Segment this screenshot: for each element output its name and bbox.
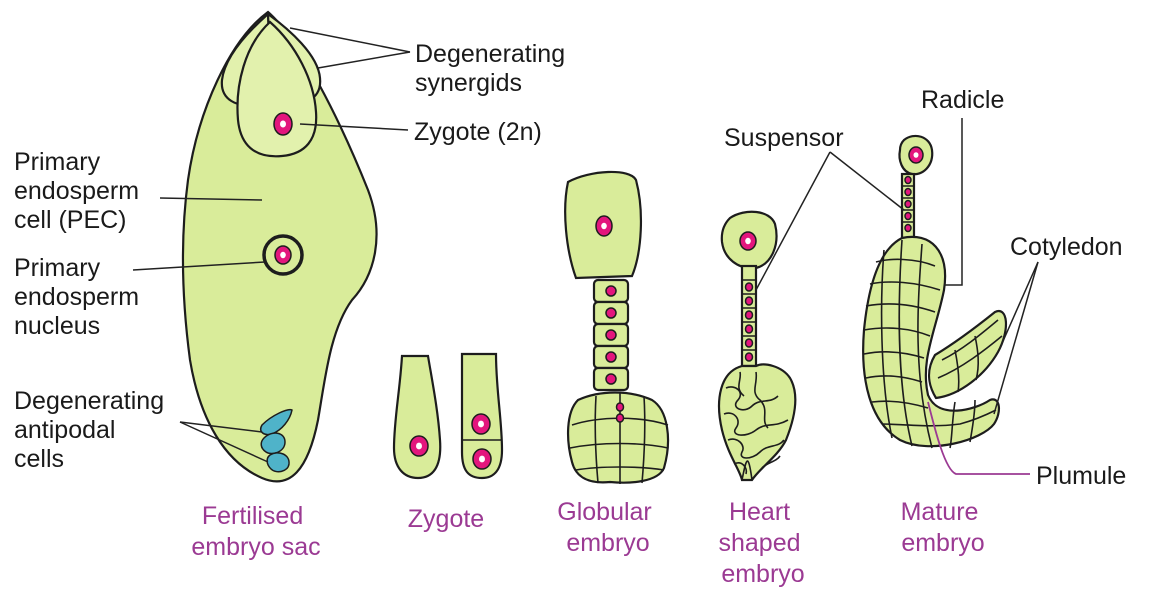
heart-suspensor-nucleus [746, 297, 753, 305]
label-zygote-2n: Zygote (2n) [414, 118, 542, 146]
mature-suspensor-nucleus [905, 213, 911, 220]
label-cotyledon: Cotyledon [1010, 233, 1123, 261]
label-degenerating-synergids: Degenerating synergids [415, 40, 572, 97]
globular-suspensor-nucleus [606, 286, 616, 296]
radicle-pointer [944, 118, 962, 285]
label-pen: Primary endosperm nucleus [14, 254, 146, 340]
mature-suspensor-nucleus [905, 225, 911, 232]
heart-shaped-embryo [719, 212, 795, 480]
cotyledon-pointer-1 [1000, 262, 1038, 348]
fertilised-embryo-sac [183, 12, 377, 481]
synergid-pointer-1 [290, 28, 410, 52]
globular-suspensor-nucleus [606, 308, 616, 318]
mature-suspensor-nucleus [905, 177, 911, 184]
antipodal-cell-3 [267, 453, 289, 472]
label-radicle: Radicle [921, 86, 1004, 114]
globular-suspensor-nucleus [606, 330, 616, 340]
mature-suspensor-nucleus [905, 201, 911, 208]
label-antipodal: Degenerating antipodal cells [14, 387, 171, 473]
globular-proembryo-nucleus [617, 414, 624, 422]
zygote-nucleolus-lower [479, 456, 485, 463]
zygote-nucleolus [280, 121, 286, 128]
label-suspensor: Suspensor [724, 124, 844, 152]
globular-embryo [565, 172, 668, 484]
caption-mature-embryo: Mature embryo [901, 498, 986, 557]
heart-suspensor-nucleus [746, 339, 753, 347]
heart-suspensor-nucleus [746, 283, 753, 291]
mature-embryo [863, 136, 1006, 448]
heart-suspensor-nucleus [746, 353, 753, 361]
label-pec: Primary endosperm cell (PEC) [14, 148, 146, 234]
mature-suspensor-nucleus [905, 189, 911, 196]
label-plumule: Plumule [1036, 462, 1126, 490]
mature-cotyledon [929, 311, 1006, 398]
zygote-single-cell [394, 356, 440, 478]
suspensor-pointer-2 [830, 152, 904, 210]
synergid-pointer-2 [318, 52, 410, 68]
heart-basal-nucleolus [745, 238, 751, 244]
zygote-single-nucleolus [416, 443, 422, 450]
globular-basal-nucleolus [601, 223, 607, 229]
globular-suspensor-nucleus [606, 374, 616, 384]
globular-suspensor-nucleus [606, 352, 616, 362]
mature-basal-nucleolus [914, 152, 919, 158]
caption-fertilised-embryo-sac: Fertilised embryo sac [191, 502, 320, 561]
globular-suspensor-cells [594, 280, 628, 390]
heart-suspensor-nucleus [746, 325, 753, 333]
caption-globular-embryo: Globular embryo [557, 498, 658, 557]
zygote-stage [394, 354, 502, 478]
zygote-nucleolus-upper [478, 421, 484, 428]
caption-zygote: Zygote [408, 505, 484, 533]
heart-suspensor-nucleus [746, 311, 753, 319]
pen-nucleolus [280, 252, 286, 258]
globular-proembryo-nucleus [617, 403, 624, 411]
caption-heart-shaped-embryo: Heart shaped embryo [719, 498, 808, 588]
